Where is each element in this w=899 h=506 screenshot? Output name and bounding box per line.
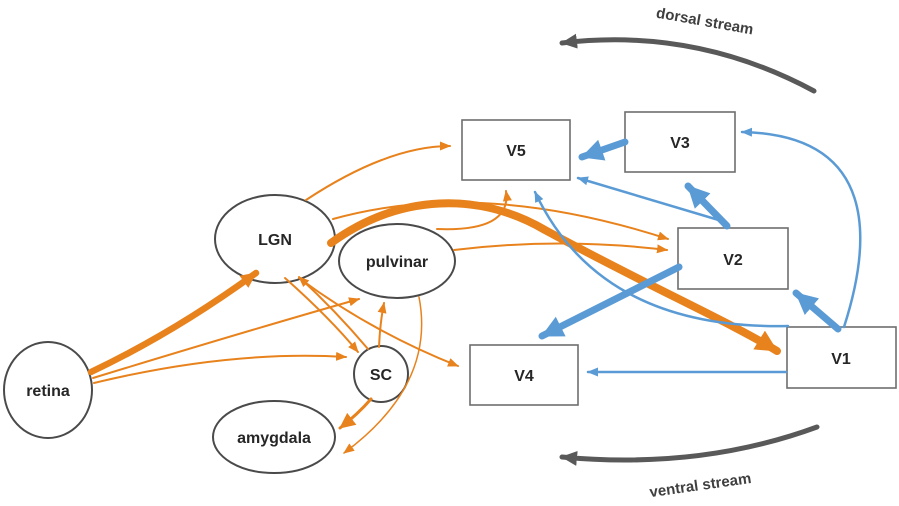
sc-label: SC bbox=[370, 367, 393, 384]
retina-ellipse bbox=[3, 341, 93, 439]
sc-ellipse bbox=[353, 345, 409, 403]
edge-v2-v4 bbox=[538, 263, 683, 340]
lgn-label: LGN bbox=[258, 232, 292, 249]
edge-sc-amygdala bbox=[338, 397, 373, 430]
node-amygdala bbox=[212, 400, 336, 474]
node-v5 bbox=[461, 119, 571, 181]
node-v1 bbox=[786, 326, 897, 389]
edge-lgn-v2 bbox=[332, 201, 669, 241]
edge-pulvinar-amygdala bbox=[343, 296, 423, 454]
node-pulvinar bbox=[338, 223, 456, 299]
edge-v2-v5 bbox=[576, 176, 724, 223]
node-retina bbox=[3, 341, 93, 439]
v2-label: V2 bbox=[723, 252, 743, 269]
v2-rect bbox=[677, 227, 789, 290]
v3-label: V3 bbox=[670, 135, 690, 152]
edge-lgn-sc bbox=[284, 277, 359, 353]
edge-ventral-stream-arrow bbox=[559, 424, 820, 466]
edge-retina-sc bbox=[93, 351, 347, 384]
node-v4 bbox=[469, 344, 579, 406]
v3-rect bbox=[624, 111, 736, 173]
edges-layer bbox=[87, 33, 862, 466]
edge-pulvinar-v5 bbox=[436, 190, 512, 231]
pulvinar-label: pulvinar bbox=[366, 254, 428, 271]
retina-label: retina bbox=[26, 383, 70, 400]
v1-rect bbox=[786, 326, 897, 389]
v5-rect bbox=[461, 119, 571, 181]
edge-v1-v3 bbox=[740, 127, 862, 329]
dorsal-stream-label: dorsal stream bbox=[655, 5, 755, 39]
node-sc bbox=[353, 345, 409, 403]
node-v3 bbox=[624, 111, 736, 173]
amygdala-ellipse bbox=[212, 400, 336, 474]
node-v2 bbox=[677, 227, 789, 290]
edge-v3-v5 bbox=[578, 138, 629, 161]
edge-dorsal-stream-arrow bbox=[559, 33, 817, 94]
edge-pulvinar-v2 bbox=[453, 242, 668, 254]
pulvinar-ellipse bbox=[338, 223, 456, 299]
ventral-stream-label: ventral stream bbox=[648, 470, 752, 501]
edge-retina-lgn bbox=[87, 269, 260, 376]
edge-v1-v2 bbox=[792, 289, 842, 333]
v4-rect bbox=[469, 344, 579, 406]
edge-sc-pulvinar bbox=[377, 302, 387, 348]
v1-label: V1 bbox=[831, 351, 851, 368]
amygdala-label: amygdala bbox=[237, 430, 311, 447]
v4-label: V4 bbox=[514, 368, 534, 385]
edge-lgn-v5 bbox=[305, 141, 451, 201]
edge-lgn-v4 bbox=[298, 277, 459, 367]
v5-label: V5 bbox=[506, 143, 526, 160]
